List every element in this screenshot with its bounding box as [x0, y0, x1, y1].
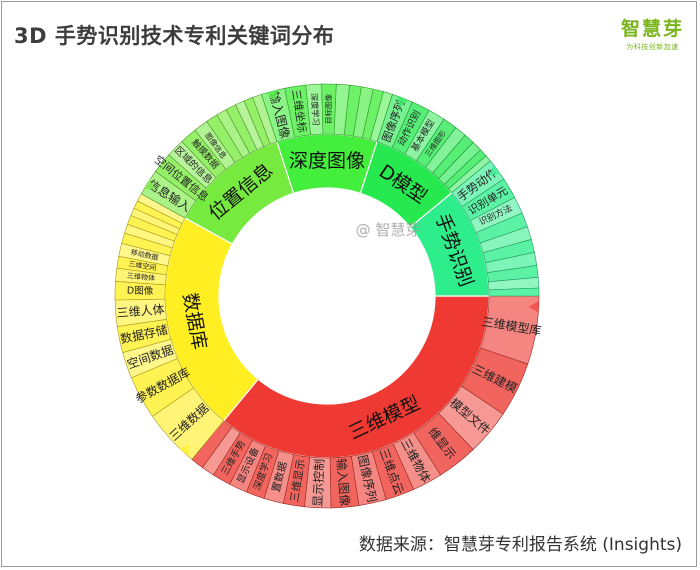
outer-label-0-8: 显示控制	[311, 459, 327, 508]
outer-label-0-7: 输入图像	[334, 458, 353, 507]
segment-marker-1	[179, 444, 191, 457]
chart-title: 3D 手势识别技术专利关键词分布	[14, 24, 335, 48]
logo-name: 智慧芽	[620, 18, 684, 40]
segment-marker-5	[489, 164, 501, 176]
segment-marker-0	[528, 300, 539, 313]
outer-label-1-6: 三维物体	[127, 271, 156, 283]
segment-marker-4	[397, 96, 409, 108]
segment-marker-2	[143, 179, 156, 190]
segment-marker-3	[266, 89, 278, 101]
outer-label-3-1: 三维坐标	[289, 88, 309, 133]
category-0: 三维模型三维模型库三维建模模型文件维显示三维物体三维点云图像序列输入图像显示控制…	[191, 295, 542, 509]
outer-label-1-4: 三维人体	[116, 302, 165, 320]
data-source: 数据来源：智慧芽专利报告系统 (Insights)	[358, 535, 682, 555]
logo-tagline: 为科技创新加速	[626, 43, 679, 51]
watermark: @ 智慧芽	[356, 221, 421, 239]
brand-logo: 智慧芽 为科技创新加速	[621, 18, 684, 52]
outer-label-3-2: 深度学习	[309, 93, 321, 126]
inner-label-3: 深度图像	[289, 150, 365, 172]
outer-arc-5-9[interactable]	[488, 287, 540, 297]
outer-label-1-5: D图像	[127, 284, 154, 297]
outer-label-3-3: 目标图像	[323, 93, 333, 124]
category-3: 深度图像输入图像三维坐标深度学习目标图像	[261, 83, 393, 195]
